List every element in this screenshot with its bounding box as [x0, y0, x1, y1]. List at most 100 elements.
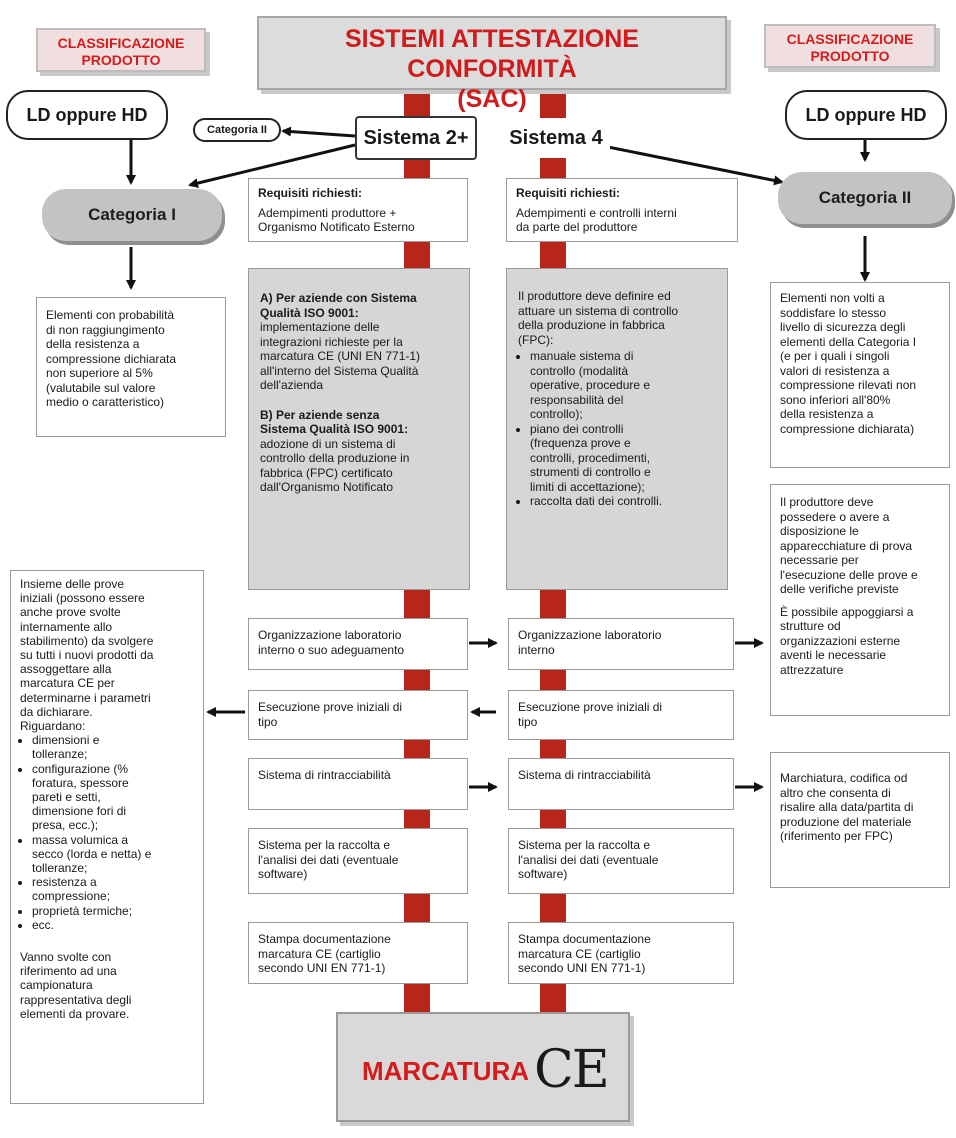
gray2-a-text: integrazioni richieste per la — [260, 334, 403, 349]
gray4-bullet-text: raccolta dati dei controlli. — [530, 494, 663, 508]
left-prove-bullet-text: proprietà termiche; — [32, 903, 133, 918]
gray4-bullet-text: controlli, procedimenti, — [530, 450, 651, 465]
right-trace-description: Marchiatura, codifica od altro che conse… — [770, 752, 950, 888]
sistema-2-detail-box: A) Per aziende con Sistema Qualità ISO 9… — [248, 268, 470, 590]
ld-hd-pill-right: LD oppure HD — [785, 90, 947, 140]
step-2-esecuzione-prove: Esecuzione prove iniziali di tipo — [248, 690, 468, 740]
right-lab-line: strutture od — [780, 619, 841, 633]
left-prove-bullet: massa volumica a secco (lorda e netta) e… — [32, 833, 194, 876]
step-line: software) — [518, 867, 568, 881]
gray2-b-title: Sistema Qualità ISO 9001: — [260, 422, 409, 436]
left-prove-bullet-text: dimensione fori di — [32, 804, 127, 819]
left-prove-bullet-text: tolleranze; — [32, 861, 88, 876]
categoria-ii-pill: Categoria II — [778, 172, 952, 224]
right-lab-line: È possibile appoggiarsi a — [780, 604, 914, 619]
step-line: secondo UNI EN 771-1) — [258, 961, 386, 975]
left-prove-line: internamente allo — [20, 619, 113, 634]
gray4-intro: (FPC): — [518, 332, 554, 347]
right-lab-line: delle verifiche previste — [780, 582, 899, 596]
gray2-a-title: A) Per aziende con Sistema — [260, 291, 417, 305]
gray4-bullet: piano dei controlli (frequenza prove e c… — [530, 422, 718, 495]
requisiti-2-title: Requisiti richiesti: — [258, 186, 363, 200]
gray2-a-text: all'interno del Sistema Qualità — [260, 363, 419, 378]
categoria-i-description: Elementi con probabilità di non raggiung… — [36, 297, 226, 437]
gray2-a-title: Qualità ISO 9001: — [260, 305, 359, 320]
gray4-bullet: raccolta dati dei controlli. — [530, 494, 718, 509]
left-prove-outro: campionatura — [20, 978, 93, 993]
marcatura-ce-box: MARCATURA CE — [336, 1012, 630, 1122]
left-prove-bullet-text: presa, ecc.); — [32, 818, 99, 833]
cat2-line: compressione dichiarata) — [780, 421, 915, 436]
ce-mark-icon: CE — [534, 1040, 610, 1100]
left-prove-outro: elementi da provare. — [20, 1006, 130, 1021]
step-line: l'analisi dei dati (eventuale — [258, 852, 399, 867]
cat1-line: compressione dichiarata — [46, 351, 177, 366]
requisiti-4-title: Requisiti richiesti: — [516, 186, 621, 200]
gray2-a-text: marcatura CE (UNI EN 771-1) — [260, 349, 421, 363]
gray4-bullet-text: strumenti di controllo e — [530, 465, 651, 479]
left-prove-line: anche prove svolte — [20, 605, 121, 620]
requisiti-sistema-4: Requisiti richiesti: Adempimenti e contr… — [506, 178, 738, 242]
left-prove-bullet-text: resistenza a — [32, 875, 97, 890]
gray4-intro: attuare un sistema di controllo — [518, 303, 679, 318]
step-2-rintracciabilita: Sistema di rintracciabilità — [248, 758, 468, 810]
cat2-line: elementi della Categoria I — [780, 334, 917, 349]
step-4-stampa-documentazione: Stampa documentazione marcatura CE (cart… — [508, 922, 734, 984]
step-2-stampa-documentazione: Stampa documentazione marcatura CE (cart… — [248, 922, 468, 984]
left-prove-bullet-text: massa volumica a — [32, 832, 129, 847]
left-prove-line: su tutti i nuovi prodotti da — [20, 648, 154, 663]
left-prove-bullet-text: tolleranze; — [32, 747, 88, 762]
cat2-line: Elementi non volti a — [780, 291, 885, 305]
right-lab-line: apparecchiature di prova — [780, 538, 913, 553]
left-prove-bullet: proprietà termiche; — [32, 904, 194, 918]
sistema-4-label: Sistema 4 — [502, 118, 610, 158]
requisiti-4-line1: Adempimenti e controlli interni — [516, 205, 677, 220]
left-prove-description: Insieme delle prove iniziali (possono es… — [10, 570, 204, 1104]
classification-left-line1: CLASSIFICAZIONE — [57, 35, 185, 51]
gray4-bullet-text: controllo (modalità — [530, 363, 629, 378]
main-title-line2: (SAC) — [457, 85, 527, 113]
step-line: Esecuzione prove iniziali di — [518, 700, 663, 714]
cat1-line: della resistenza a — [46, 337, 140, 351]
gray2-b-text: controllo della produzione in — [260, 451, 410, 465]
right-lab-description: Il produttore deve possedere o avere a d… — [770, 484, 950, 716]
right-lab-line: organizzazioni esterne — [780, 633, 901, 648]
gray4-bullet-text: (frequenza prove e — [530, 436, 631, 450]
categoria-i-pill: Categoria I — [42, 189, 222, 241]
gray2-b-title: B) Per aziende senza — [260, 407, 380, 422]
left-prove-bullet-text: ecc. — [32, 917, 55, 932]
step-line: Sistema per la raccolta e — [518, 838, 651, 852]
classification-header-left: CLASSIFICAZIONE PRODOTTO — [36, 28, 206, 72]
gray4-intro: della produzione in fabbrica — [518, 318, 665, 332]
left-prove-bullet-text: dimensioni e — [32, 733, 100, 748]
step-4-rintracciabilita: Sistema di rintracciabilità — [508, 758, 734, 810]
cat1-line: Elementi con probabilità — [46, 308, 175, 322]
left-prove-bullet-text: compressione; — [32, 889, 111, 904]
gray4-bullet-text: responsabilità del — [530, 392, 624, 407]
left-prove-bullet-text: foratura, spessore — [32, 775, 129, 790]
gray4-bullet-text: piano dei controlli — [530, 421, 624, 436]
sistema-2-plus-label: Sistema 2+ — [355, 116, 477, 160]
right-lab-line: l'esecuzione delle prove e — [780, 567, 918, 582]
left-prove-outro: rappresentativa degli — [20, 992, 132, 1007]
classification-header-right: CLASSIFICAZIONE PRODOTTO — [764, 24, 936, 68]
requisiti-4-line2: da parte del produttore — [516, 220, 638, 234]
right-lab-line: necessarie per — [780, 553, 859, 567]
gray2-b-text: adozione di un sistema di — [260, 436, 396, 451]
cat2-line: soddisfare lo stesso — [780, 305, 887, 320]
cat1-line: di non raggiungimento — [46, 322, 165, 337]
cat1-line: non superiore al 5% — [46, 366, 153, 380]
classification-right-line2: PRODOTTO — [810, 48, 890, 64]
step-line: secondo UNI EN 771-1) — [518, 961, 646, 975]
requisiti-sistema-2: Requisiti richiesti: Adempimenti produtt… — [248, 178, 468, 242]
left-prove-bullet-text: configurazione (% — [32, 761, 129, 776]
left-prove-bullet-text: pareti e setti, — [32, 790, 101, 805]
left-prove-outro: riferimento ad una — [20, 964, 117, 979]
gray4-bullet: manuale sistema di controllo (modalità o… — [530, 349, 718, 422]
gray4-bullet-text: operative, procedure e — [530, 378, 651, 392]
cat2-line: della resistenza a — [780, 407, 874, 421]
right-trace-line: Marchiatura, codifica od — [780, 771, 908, 785]
left-prove-bullet: configurazione (% foratura, spessore par… — [32, 762, 194, 833]
left-prove-bullet: ecc. — [32, 918, 194, 932]
cat1-line: (valutabile sul valore — [46, 380, 156, 395]
